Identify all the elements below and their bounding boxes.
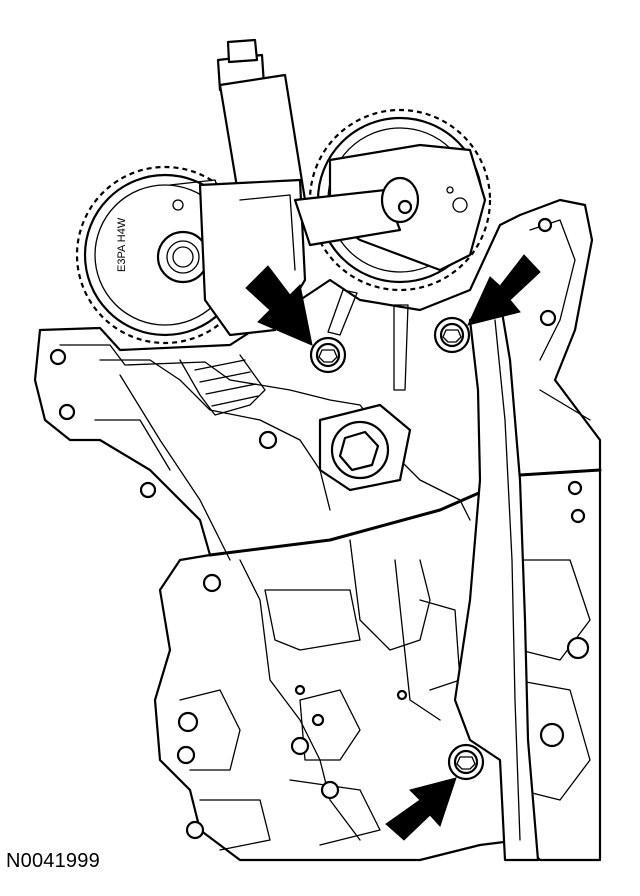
- chain-gear: [179, 354, 266, 416]
- center-boss: [318, 403, 412, 492]
- arrow-right-upper: [467, 254, 541, 326]
- arrow-left-upper: [245, 265, 313, 346]
- figure-reference-code: N0041999: [6, 850, 100, 872]
- left-upper-bolt: [309, 336, 347, 374]
- chain-guide: [453, 298, 540, 862]
- vct-solenoid: [198, 38, 420, 337]
- sprocket-marking: E3PA H4W: [116, 217, 128, 272]
- upper-guide-strips: [327, 289, 409, 391]
- right-upper-bolt: [433, 316, 471, 354]
- lower-bolt: [447, 743, 485, 781]
- arrow-lower: [385, 777, 457, 841]
- mounting-holes: [49, 217, 590, 840]
